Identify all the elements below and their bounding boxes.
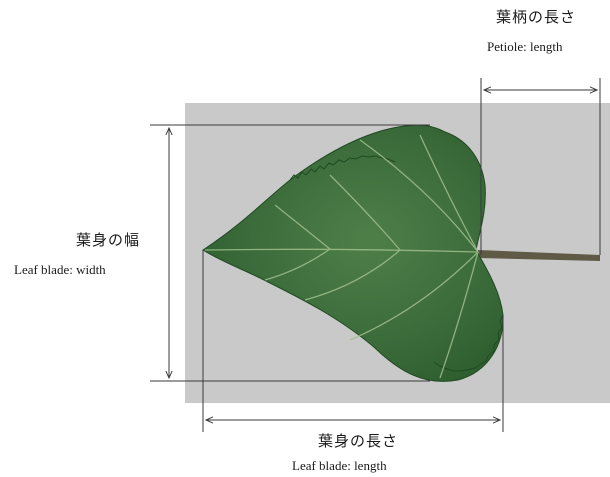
petiole-length-label-jp: 葉柄の長さ [496,6,576,27]
blade-length-label-en: Leaf blade: length [292,458,387,474]
blade-width-label-en: Leaf blade: width [14,262,106,278]
petiole-length-label-en: Petiole: length [487,39,562,55]
blade-width-label-jp: 葉身の幅 [76,229,140,250]
blade-length-label-jp: 葉身の長さ [318,430,398,451]
